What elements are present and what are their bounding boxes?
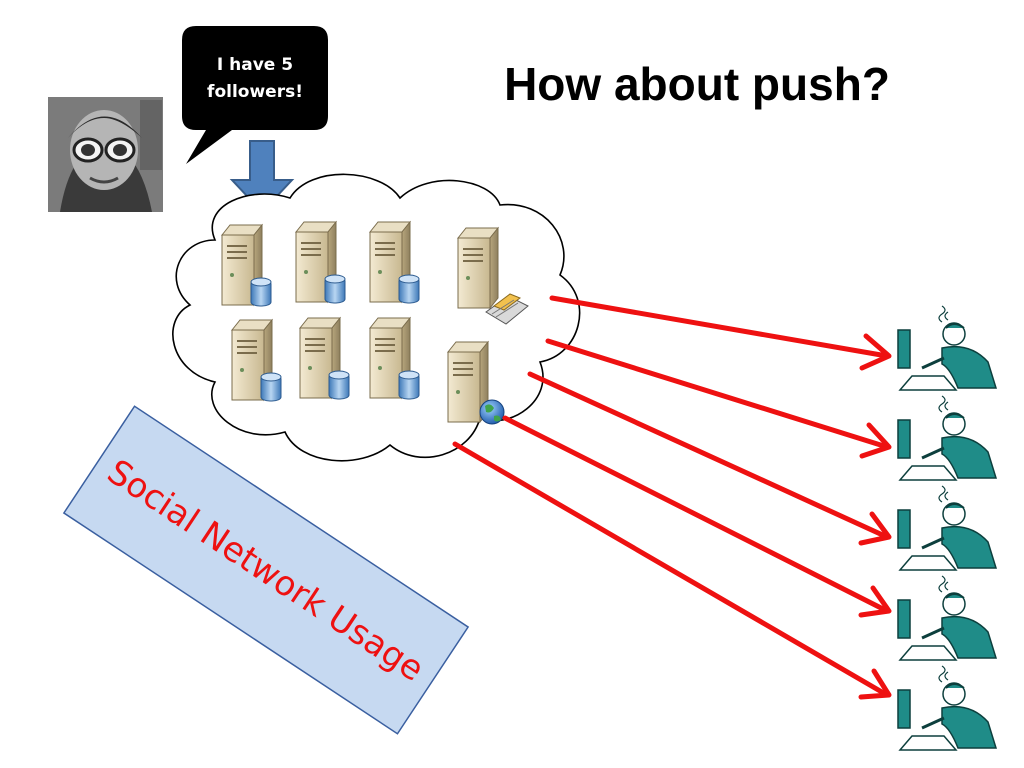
cloud-shape: [172, 173, 581, 462]
print-server-icon: [456, 226, 529, 325]
speech-bubble-line-2: followers!: [207, 82, 303, 102]
database-server-icon: [368, 220, 420, 304]
push-arrow-4: [502, 415, 892, 618]
push-arrows: [452, 295, 892, 700]
speech-bubble-line-1: I have 5: [217, 55, 293, 75]
push-arrow-1: [549, 295, 892, 371]
avatar: [48, 97, 163, 212]
database-server-icon: [294, 220, 346, 304]
push-arrow-3: [527, 371, 892, 546]
person-at-computer-icon: [897, 485, 998, 571]
person-at-computer-icon: [897, 575, 998, 661]
push-arrow-2: [545, 338, 892, 459]
person-at-computer-icon: [897, 305, 998, 391]
slide-title: How about push?: [504, 58, 890, 110]
database-server-icon: [298, 316, 350, 400]
person-at-computer-icon: [897, 395, 998, 481]
database-server-icon: [230, 318, 282, 402]
database-server-icon: [368, 316, 420, 400]
web-server-icon: [446, 340, 505, 425]
speech-bubble: I have 5 followers!: [182, 26, 328, 164]
push-arrow-5: [452, 441, 892, 700]
person-at-computer-icon: [897, 665, 998, 751]
database-server-icon: [220, 223, 272, 307]
